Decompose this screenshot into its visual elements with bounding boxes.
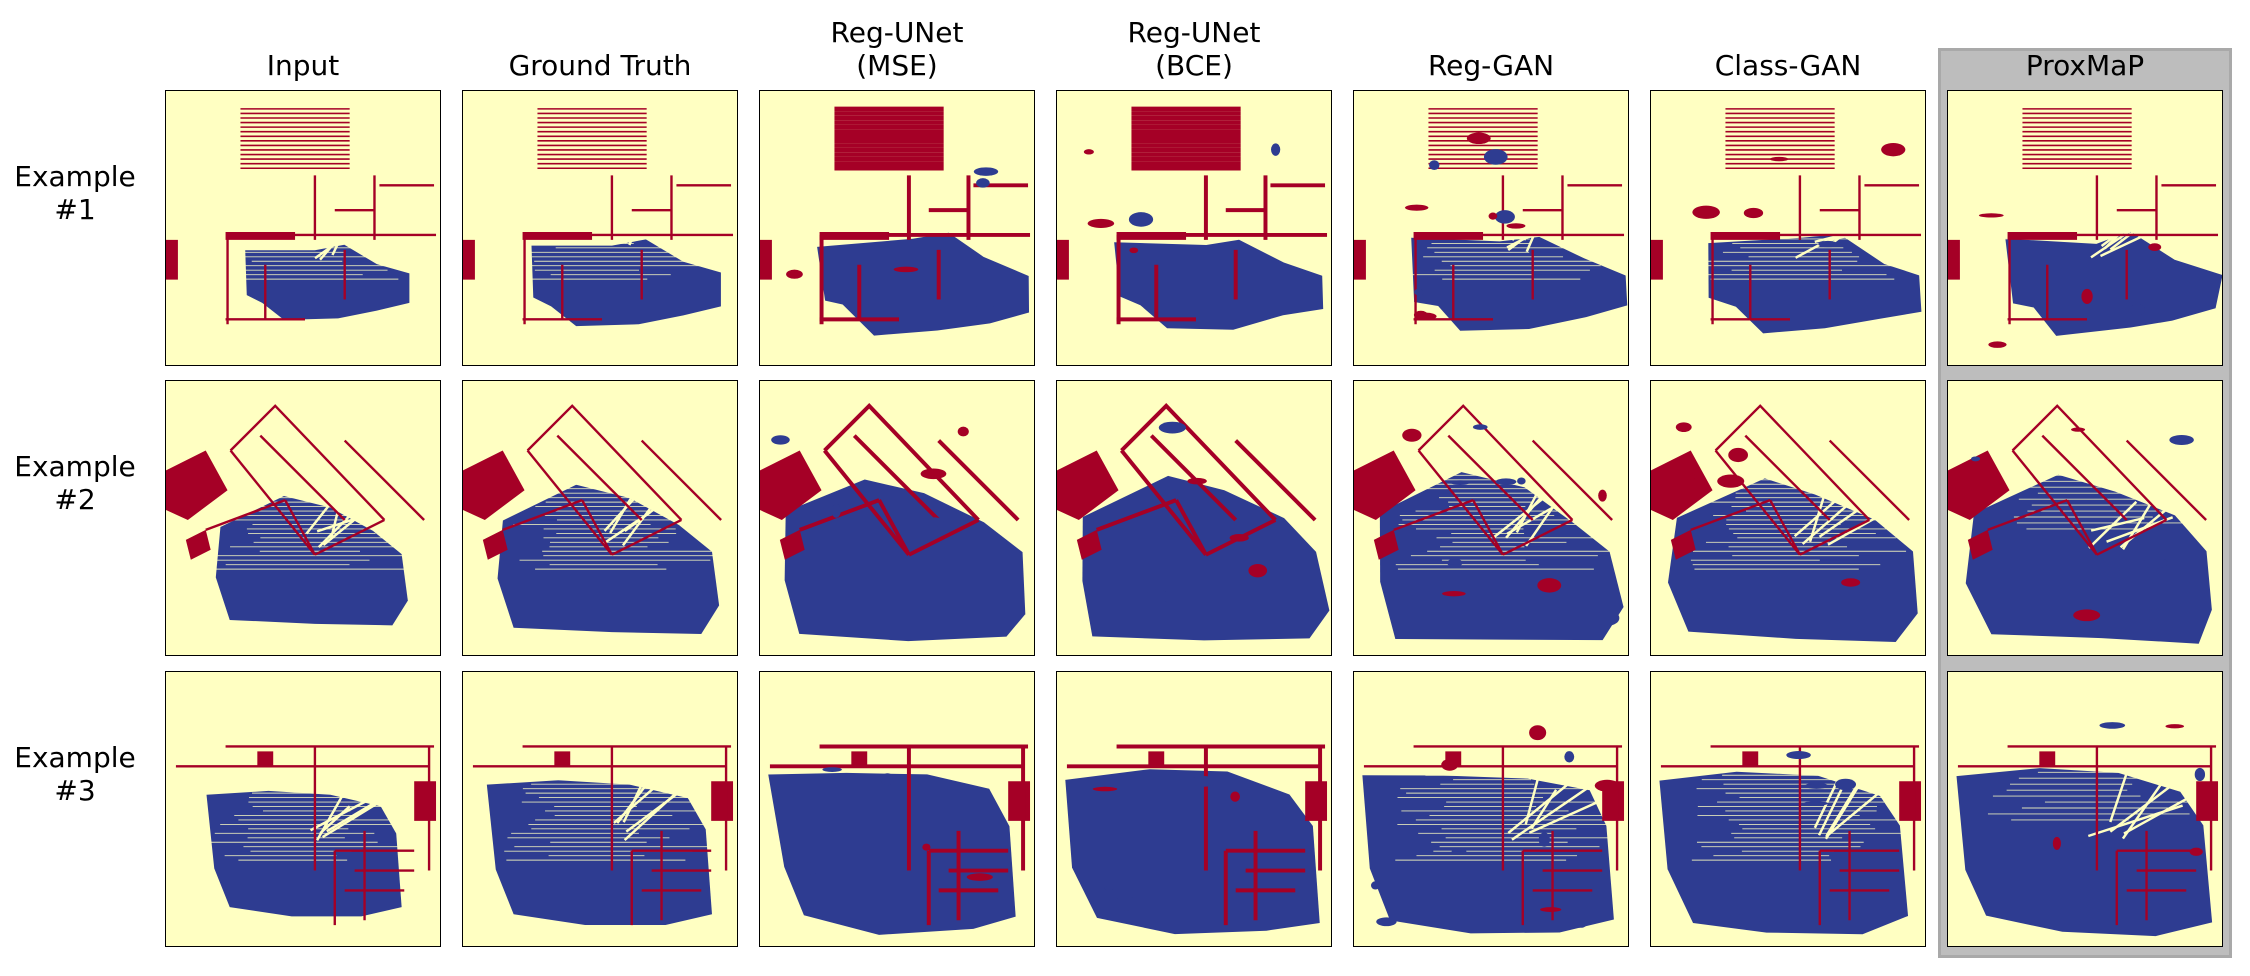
occupancy-map-image — [1651, 381, 1925, 655]
occupancy-map-image — [1948, 381, 2222, 655]
map-panel-example-1-reg-gan — [1353, 90, 1629, 366]
row-label-example-1: Example #1 — [14, 160, 136, 226]
occupancy-map-image — [463, 381, 737, 655]
occupancy-map-image — [1651, 672, 1925, 946]
occupancy-map-image — [1057, 381, 1331, 655]
map-panel-example-2-proxmap — [1947, 380, 2223, 656]
map-panel-example-3-reg-unet-bce — [1056, 671, 1332, 947]
map-panel-example-3-class-gan — [1650, 671, 1926, 947]
map-panel-example-2-class-gan — [1650, 380, 1926, 656]
map-panel-example-2-ground-truth — [462, 380, 738, 656]
map-panel-example-2-reg-gan — [1353, 380, 1629, 656]
map-panel-example-2-reg-unet-bce — [1056, 380, 1332, 656]
occupancy-map-image — [1948, 672, 2222, 946]
occupancy-map-image — [166, 672, 440, 946]
occupancy-map-image — [463, 672, 737, 946]
occupancy-map-image — [760, 91, 1034, 365]
column-title-input: Input — [266, 49, 340, 82]
map-panel-example-3-proxmap — [1947, 671, 2223, 947]
column-title-reg-unet-mse: Reg-UNet (MSE) — [830, 16, 964, 82]
occupancy-map-image — [463, 91, 737, 365]
map-panel-example-1-proxmap — [1947, 90, 2223, 366]
row-label-example-2: Example #2 — [14, 450, 136, 516]
column-title-ground-truth: Ground Truth — [508, 49, 692, 82]
occupancy-map-image — [1948, 91, 2222, 365]
map-panel-example-1-reg-unet-bce — [1056, 90, 1332, 366]
occupancy-map-image — [760, 672, 1034, 946]
map-panel-example-3-ground-truth — [462, 671, 738, 947]
map-panel-example-1-input — [165, 90, 441, 366]
map-panel-example-1-ground-truth — [462, 90, 738, 366]
map-panel-example-3-reg-gan — [1353, 671, 1629, 947]
map-panel-example-3-input — [165, 671, 441, 947]
column-title-proxmap: ProxMaP — [2025, 49, 2145, 82]
column-title-reg-gan: Reg-GAN — [1427, 49, 1555, 82]
occupancy-map-image — [1057, 672, 1331, 946]
occupancy-map-image — [760, 381, 1034, 655]
map-panel-example-2-reg-unet-mse — [759, 380, 1035, 656]
occupancy-map-image — [1354, 672, 1628, 946]
map-panel-example-1-class-gan — [1650, 90, 1926, 366]
occupancy-map-image — [166, 381, 440, 655]
map-panel-example-3-reg-unet-mse — [759, 671, 1035, 947]
occupancy-map-image — [1354, 381, 1628, 655]
occupancy-map-image — [166, 91, 440, 365]
column-title-reg-unet-bce: Reg-UNet (BCE) — [1127, 16, 1261, 82]
row-label-example-3: Example #3 — [14, 741, 136, 807]
occupancy-map-image — [1057, 91, 1331, 365]
occupancy-map-image — [1354, 91, 1628, 365]
map-panel-example-1-reg-unet-mse — [759, 90, 1035, 366]
occupancy-map-image — [1651, 91, 1925, 365]
map-panel-example-2-input — [165, 380, 441, 656]
column-title-class-gan: Class-GAN — [1714, 49, 1862, 82]
